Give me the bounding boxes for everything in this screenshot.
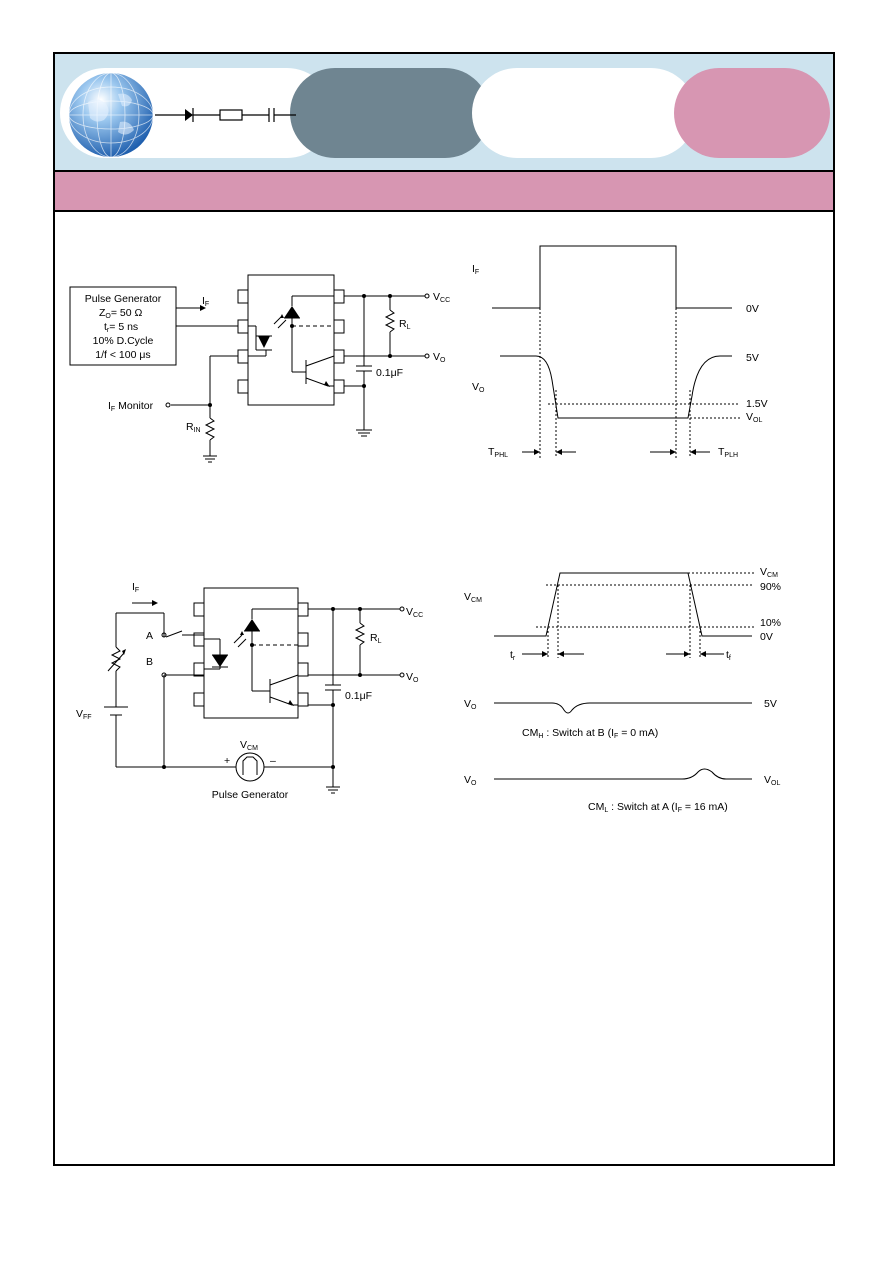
- zero-volt-label: 0V: [746, 303, 759, 315]
- cmh-caption: CMH : Switch at B (IF = 0 mA): [522, 727, 658, 740]
- vcc-label: VCC: [433, 291, 450, 304]
- generator-title: Pulse Generator: [85, 293, 162, 305]
- switch-a-label: A: [146, 630, 153, 642]
- if-axis-label: IF: [472, 263, 479, 276]
- optocoupler-body: [203, 587, 299, 719]
- vcc-label: VCC: [406, 606, 423, 619]
- generator-tr: tr= 5 ns: [104, 321, 138, 334]
- capacitor-label: 0.1μF: [376, 367, 403, 379]
- globe-logo-icon: [68, 72, 154, 158]
- rin-label: RIN: [186, 421, 201, 434]
- vcm-label: VCM: [240, 739, 258, 752]
- ten-pct-label: 10%: [760, 617, 781, 629]
- minus-sign: –: [270, 755, 276, 767]
- page-frame: [53, 52, 835, 1166]
- five-volt-label: 5V: [764, 698, 777, 710]
- five-volt-label: 5V: [746, 352, 759, 364]
- header-pill-slate: [290, 68, 490, 158]
- vcm-top-label: VCM: [760, 566, 778, 579]
- capacitor-label: 0.1μF: [345, 690, 372, 702]
- cml-caption: CML : Switch at A (IF = 16 mA): [588, 801, 728, 814]
- vo1-axis-label: VO: [464, 698, 477, 711]
- cmh-waveform: [494, 702, 752, 714]
- generator-z: ZO= 50 Ω: [99, 307, 143, 320]
- header-pill-pink: [674, 68, 830, 158]
- pulse-generator-label: Pulse Generator: [212, 789, 289, 801]
- common-mode-waveform: VCM 90% 10% 0V VCM tr tf VO 5V CMH : Swi…: [464, 566, 781, 814]
- vol-label: VOL: [746, 411, 762, 424]
- component-symbols-icon: [155, 108, 296, 122]
- vo-label: VO: [433, 351, 446, 364]
- section-title-band: [55, 170, 833, 212]
- switching-waveform: IF 0V VO 5V 1.5V VOL TPHL TPLH: [472, 245, 768, 459]
- common-mode-test-circuit: IF A B VFF VCC VO RL 0.1μF VCM + – Pulse…: [76, 581, 423, 801]
- zero-volt-label: 0V: [760, 631, 773, 643]
- vo-label: VO: [406, 671, 419, 684]
- rl-label: RL: [399, 318, 411, 331]
- tr-label: tr: [510, 649, 516, 662]
- threshold-label: 1.5V: [746, 398, 768, 410]
- vcm-axis-label: VCM: [464, 591, 482, 604]
- if-label: IF: [132, 581, 139, 594]
- header-pill-white: [472, 68, 696, 158]
- tplh-label: TPLH: [718, 446, 738, 459]
- vo-axis-label: VO: [472, 381, 485, 394]
- monitor-label: IF Monitor: [108, 400, 154, 413]
- switching-test-circuit: Pulse Generator ZO= 50 Ω tr= 5 ns 10% D.…: [69, 274, 450, 463]
- vo-waveform: [500, 355, 732, 419]
- vff-label: VFF: [76, 708, 92, 721]
- if-pulse: [492, 245, 732, 309]
- if-label: IF: [202, 295, 209, 308]
- tphl-label: TPHL: [488, 446, 508, 459]
- vo2-axis-label: VO: [464, 774, 477, 787]
- tf-label: tf: [726, 649, 731, 662]
- ninety-pct-label: 90%: [760, 581, 781, 593]
- generator-duty: 10% D.Cycle: [93, 335, 154, 347]
- optocoupler-body: [247, 274, 335, 406]
- switch-b-label: B: [146, 656, 153, 668]
- cml-waveform: [494, 768, 752, 780]
- generator-freq: 1/f < 100 μs: [95, 349, 150, 361]
- plus-sign: +: [224, 755, 230, 767]
- rl-label: RL: [370, 632, 382, 645]
- vol-label: VOL: [764, 774, 780, 787]
